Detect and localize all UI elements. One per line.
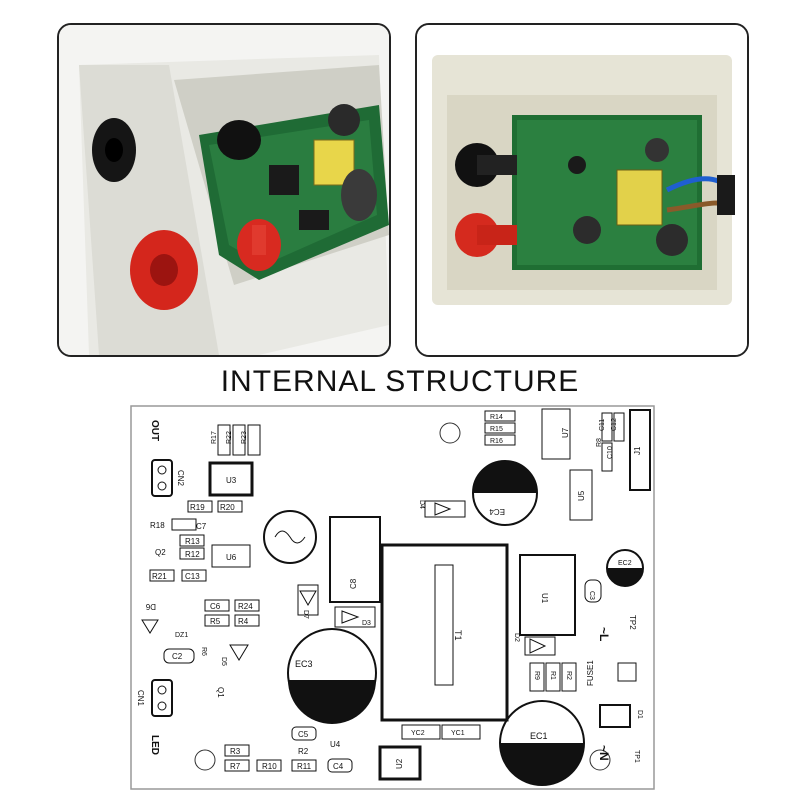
label-r21: R21 — [152, 572, 167, 581]
label-yc1: YC1 — [451, 730, 465, 737]
label-r18: R18 — [150, 521, 165, 530]
label-r17: R17 — [211, 431, 218, 444]
label-led: LED — [149, 735, 160, 755]
label-c2: C2 — [172, 652, 183, 661]
label-tp1: TP1 — [633, 750, 640, 763]
u6-ic — [211, 544, 251, 568]
label-d2: D2 — [513, 633, 520, 642]
label-r7: R7 — [230, 762, 241, 771]
label-r13: R13 — [185, 537, 200, 546]
u2-ic — [378, 745, 422, 781]
label-c4: C4 — [333, 762, 344, 771]
label-d5: D5 — [220, 657, 227, 666]
label-j1: J1 — [633, 446, 642, 455]
section-title: INTERNAL STRUCTURE — [220, 365, 580, 398]
j1-header — [629, 409, 651, 491]
label-r5: R5 — [210, 617, 221, 626]
label-out: OUT — [149, 420, 160, 441]
pcb-layout-svg: CN2 OUT R17 R22 R23 U3 R19 R20 R18 C7 R1… — [130, 405, 655, 790]
label-c3: C3 — [588, 591, 595, 600]
label-ec4: EC4 — [489, 507, 505, 516]
label-r23: R23 — [241, 431, 248, 444]
label-d1: D1 — [636, 710, 643, 719]
label-r4: R4 — [238, 617, 249, 626]
label-c13: C13 — [185, 572, 200, 581]
label-u4: U4 — [330, 740, 341, 749]
label-c11: C11 — [599, 419, 606, 431]
cn2-connector — [151, 459, 173, 497]
label-r2-lower: R2 — [298, 747, 309, 756]
label-ec2: EC2 — [618, 560, 632, 567]
photo-enclosure-top — [415, 23, 749, 357]
label-c12: C12 — [611, 418, 618, 431]
u5-ic — [569, 469, 593, 521]
label-u2: U2 — [395, 758, 404, 769]
label-r2: R2 — [565, 671, 572, 680]
label-ac-n: ~N — [597, 745, 611, 761]
label-r15: R15 — [490, 426, 503, 433]
cn1-connector — [151, 679, 173, 717]
pcb-silkscreen-diagram: CN2 OUT R17 R22 R23 U3 R19 R20 R18 C7 R1… — [130, 405, 655, 790]
label-d4: D4 — [418, 500, 425, 509]
label-c8: C8 — [349, 578, 358, 589]
u3-ic — [208, 461, 254, 497]
u1-ic — [519, 554, 576, 636]
label-q1: Q1 — [216, 687, 225, 698]
label-q2: Q2 — [155, 548, 166, 557]
label-r8: R8 — [596, 438, 603, 447]
enclosure-angled-illustration — [59, 25, 389, 355]
label-yc2: YC2 — [411, 730, 425, 737]
t1-transformer — [380, 543, 509, 722]
label-c10: C10 — [607, 446, 614, 459]
label-r3: R3 — [230, 747, 241, 756]
label-u5: U5 — [577, 490, 586, 501]
label-u7: U7 — [561, 427, 570, 438]
c8-capacitor — [329, 516, 381, 603]
label-d6: D6 — [145, 602, 156, 611]
label-d3: D3 — [362, 620, 371, 627]
enclosure-top-illustration — [417, 25, 747, 355]
label-r20: R20 — [220, 503, 235, 512]
label-ec1: EC1 — [530, 731, 548, 741]
label-r9: R9 — [533, 671, 540, 680]
label-r16: R16 — [490, 438, 503, 445]
label-u6: U6 — [226, 553, 237, 562]
label-cn2: CN2 — [176, 470, 185, 487]
label-d7: D7 — [302, 610, 309, 619]
photo-enclosure-angled — [57, 23, 391, 357]
label-r22: R22 — [226, 431, 233, 444]
label-c6: C6 — [210, 602, 221, 611]
label-r24: R24 — [238, 602, 253, 611]
label-tp2: TP2 — [628, 615, 637, 630]
label-r11: R11 — [297, 762, 312, 771]
d1-bridge — [599, 704, 631, 728]
label-r12: R12 — [185, 550, 200, 559]
label-c7: C7 — [196, 522, 207, 531]
label-r19: R19 — [190, 503, 205, 512]
u7-ic — [541, 408, 571, 460]
label-r6: R6 — [200, 647, 207, 656]
label-r1: R1 — [549, 671, 556, 680]
label-t1: T1 — [453, 630, 463, 641]
label-c5: C5 — [298, 730, 309, 739]
label-cn1: CN1 — [136, 690, 145, 707]
label-dz1: DZ1 — [175, 632, 188, 639]
label-fuse1: FUSE1 — [586, 660, 595, 686]
label-r14: R14 — [490, 414, 503, 421]
inductor-l1 — [263, 510, 317, 564]
label-u1: U1 — [540, 593, 549, 604]
label-r10: R10 — [262, 762, 277, 771]
label-ac-l: ~L — [597, 627, 611, 641]
label-ec3: EC3 — [295, 659, 313, 669]
label-u3: U3 — [226, 476, 237, 485]
